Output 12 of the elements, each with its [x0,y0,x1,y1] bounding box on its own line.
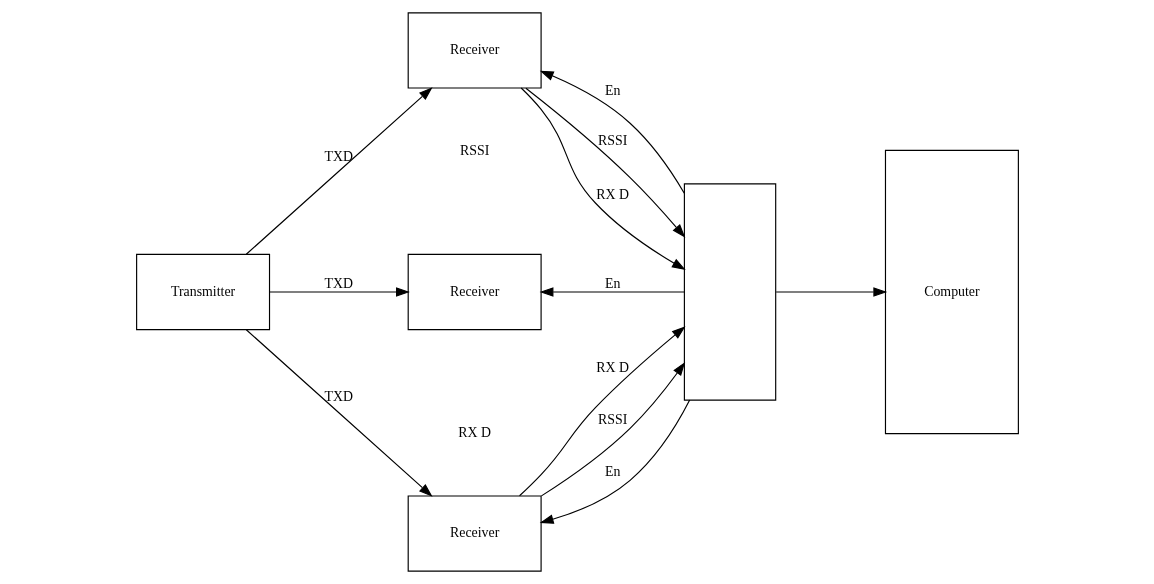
edge-label: RX D [595,187,629,203]
edge-label: RSSI [597,412,627,428]
edge-label: En [604,276,620,292]
edge-label: En [604,83,620,99]
edge-label: En [604,464,620,480]
label: RSSI [459,142,489,158]
edge-label: TXD [324,389,353,405]
label: RX D [457,424,491,440]
edge-label: TXD [324,148,353,164]
edge-label: RSSI [597,132,627,148]
edge-label: TXD [324,276,353,292]
edge-label: RX D [595,360,629,376]
